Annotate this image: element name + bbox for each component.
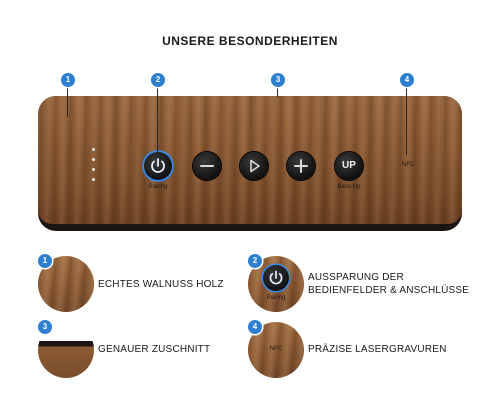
volume-down-button[interactable] [193, 152, 221, 180]
feature-1-badge: 1 [38, 254, 52, 268]
walnut-panel: Pairing UP Bass-Up NFC [38, 96, 462, 224]
led [92, 148, 95, 151]
callout-badge-3: 3 [271, 73, 285, 87]
feature-3-text: GENAUER ZUSCHNITT [98, 344, 211, 355]
led [92, 178, 95, 181]
led [92, 158, 95, 161]
feature-2-pairing-label: Pairing [266, 295, 286, 301]
speaker-top-view: Pairing UP Bass-Up NFC [38, 96, 462, 231]
callout-leader-3 [277, 87, 278, 97]
bass-up-label: Bass-Up [337, 184, 361, 190]
callout-leader-4 [406, 87, 407, 155]
bass-up-text: UP [342, 160, 356, 171]
feature-2-power-button [263, 265, 289, 291]
callout-badge-1: 1 [61, 73, 75, 87]
power-icon [151, 158, 165, 173]
feature-1-text: ECHTES WALNUSS HOLZ [98, 279, 224, 290]
nfc-label: NFC [402, 162, 415, 168]
feature-2-badge: 2 [248, 254, 262, 268]
minus-icon [200, 165, 214, 167]
power-icon [269, 270, 283, 285]
feature-4-badge: 4 [248, 320, 262, 334]
pairing-label: Pairing [148, 184, 168, 190]
feature-4-text: PRÄZISE LASERGRAVUREN [308, 344, 447, 355]
led [92, 168, 95, 171]
callout-leader-1 [67, 87, 68, 117]
feature-2-text-line1: AUSSPARUNG DER [308, 272, 404, 283]
play-icon [250, 159, 260, 173]
feature-3-badge: 3 [38, 320, 52, 334]
feature-4-nfc-label: NFC [269, 346, 283, 352]
power-button[interactable] [144, 152, 172, 180]
callout-badge-4: 4 [400, 73, 414, 87]
callout-badge-2: 2 [151, 73, 165, 87]
bass-up-button[interactable]: UP [335, 152, 363, 180]
plus-icon [294, 159, 308, 173]
volume-up-button[interactable] [287, 152, 315, 180]
battery-leds [92, 148, 95, 188]
callout-leader-2 [157, 87, 158, 153]
page-title: UNSERE BESONDERHEITEN [162, 34, 338, 48]
play-button[interactable] [240, 152, 268, 180]
feature-4-engraving-closeup: NFC [248, 322, 304, 378]
feature-2-button-closeup: Pairing [248, 256, 304, 312]
feature-2-text-line2: BEDIENFELDER & ANSCHLÜSSE [308, 285, 470, 296]
